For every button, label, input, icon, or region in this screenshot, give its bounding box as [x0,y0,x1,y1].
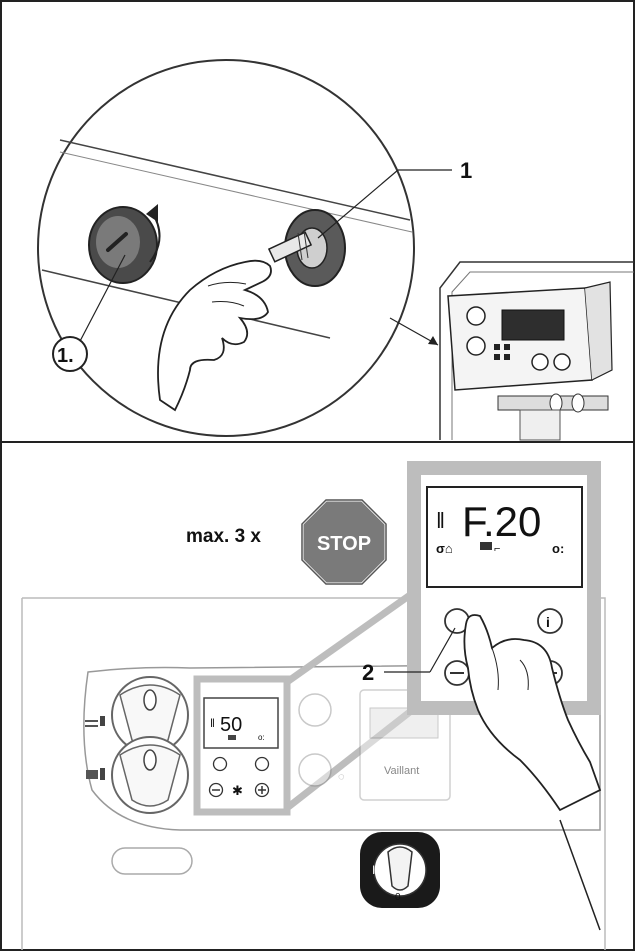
svg-text:i: i [546,614,550,630]
repeat-label: max. 3 x [186,526,261,547]
zoom-display-status-icon: σ⌂ [436,541,453,556]
zoom-info-button [537,608,563,634]
zoom-display [426,486,583,588]
zoom-display-flame-icon: ǁ [436,508,445,533]
magnifier-circle [37,59,415,437]
zoom-display-code: F.20 [462,498,541,545]
callout-1-leader [317,169,399,239]
step-badge-1 [52,336,88,372]
small-display-frame [193,675,291,816]
hot-water-knob [85,676,189,754]
zoom-line-upper [284,585,423,685]
bottom-panel: max. 3 x STOP ǁ 50 o: [21,461,606,950]
hand-pressing-illustration [463,614,602,931]
small-display-value: 50 [220,714,242,736]
small-display-flame-icon: ǁ [210,716,215,730]
step-badge-label: 1. [57,345,74,367]
svg-text:◌: ◌ [338,771,345,783]
heating-knob [86,736,189,814]
top-panel: 1 1. [37,59,634,441]
zoom-arrow [389,317,439,346]
rotary-switch [88,204,161,284]
stop-sign-text: STOP [317,533,371,555]
svg-text:0: 0 [395,892,401,903]
casing-top-edge-inner [59,151,413,233]
small-mode-button [212,756,228,772]
oval-slot [111,847,193,875]
callout-1-number: 1 [460,158,472,183]
brand-label: Vaillant [384,765,419,777]
svg-text:o:: o: [258,733,265,742]
callout-2-number: 2 [362,660,374,685]
zoom-line-lower [284,701,423,811]
boiler-front-panel [21,597,606,950]
chimney-sweep-icon: ✱ [232,783,243,798]
casing-top-edge [59,139,411,221]
svg-text:o:: o: [552,541,564,556]
main-switch: I 0 [360,832,440,908]
small-display [203,697,279,749]
svg-text:⌐: ⌐ [494,543,500,555]
threaded-fitting [267,209,346,287]
svg-text:I: I [372,863,375,877]
small-info-button [254,756,270,772]
hand-illustration [157,259,272,412]
boiler-unit [439,261,634,441]
step-badge-leader [77,254,126,346]
